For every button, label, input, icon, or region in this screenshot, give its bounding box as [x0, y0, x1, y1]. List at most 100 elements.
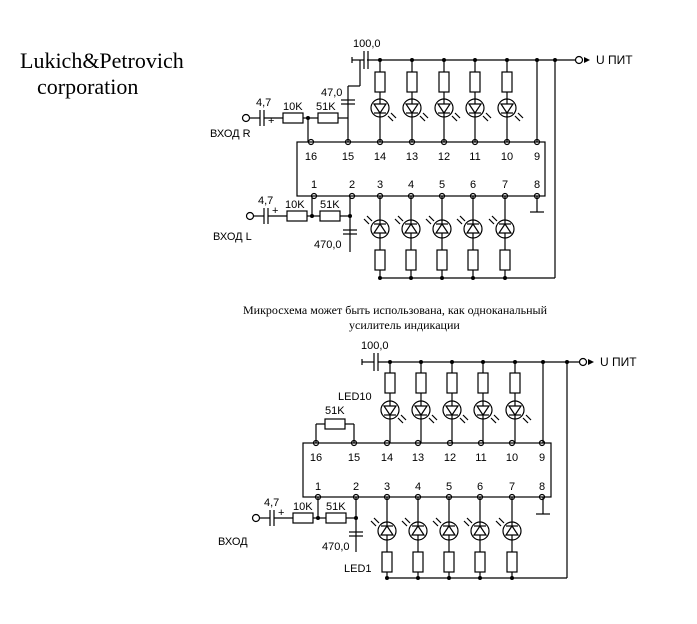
top-res-r2-label: 51K	[316, 101, 336, 113]
bottom-supply-label: U ПИТ	[600, 355, 637, 369]
bottom-input-label: ВХОД	[218, 536, 248, 548]
bottom-pin-12: 12	[444, 452, 456, 464]
top-upper-led-4	[465, 98, 492, 122]
top-res-l2-label: 51K	[320, 199, 340, 211]
top-cap-r-label: 47,0	[321, 87, 342, 99]
top-cap-in-r-label: 4,7	[256, 97, 271, 109]
bottom-upper-led-1	[380, 400, 407, 424]
top-pin-2: 2	[349, 179, 355, 191]
top-pin-7: 7	[502, 179, 508, 191]
bottom-cap-label: 470,0	[322, 541, 350, 553]
top-res-l1-label: 10K	[285, 199, 305, 211]
bottom-upper-led-2	[411, 400, 438, 424]
top-lower-led-3	[425, 215, 452, 239]
bottom-pin-3: 3	[384, 481, 390, 493]
bottom-pin-9: 9	[539, 452, 545, 464]
top-pin-1: 1	[311, 179, 317, 191]
top-pin-4: 4	[408, 179, 414, 191]
bottom-lower-led-group	[370, 497, 522, 580]
top-pin-9: 9	[534, 151, 540, 163]
top-supply-terminal	[574, 55, 584, 65]
bottom-res-2-label: 51K	[326, 501, 346, 513]
bottom-cap-supply-label: 100,0	[361, 340, 389, 352]
top-cap-l-label: 470,0	[314, 239, 342, 251]
bottom-cap-in-label: 4,7	[264, 497, 279, 509]
top-pin-14: 14	[374, 151, 386, 163]
svg-text:+: +	[278, 507, 284, 519]
bottom-pin-2: 2	[353, 481, 359, 493]
top-upper-led-2	[402, 98, 429, 122]
svg-text:+: +	[268, 115, 274, 127]
top-upper-led-3	[434, 98, 461, 122]
bottom-ic-body	[302, 442, 552, 498]
top-pin-6: 6	[470, 179, 476, 191]
bottom-lower-led-3	[432, 517, 459, 541]
top-pin-3: 3	[377, 179, 383, 191]
top-pin-15: 15	[342, 151, 354, 163]
svg-text:+: +	[272, 205, 278, 217]
top-input-r-terminal	[241, 113, 251, 123]
bottom-led1-label: LED1	[344, 563, 372, 575]
top-supply-label: U ПИТ	[596, 53, 633, 67]
bottom-upper-led-group	[380, 360, 532, 443]
bottom-pin-15: 15	[348, 452, 360, 464]
bottom-pin-11: 11	[475, 452, 486, 464]
bottom-input-terminal	[251, 513, 261, 523]
brand-line-1: Lukich&Petrovich	[20, 48, 184, 73]
top-lower-led-5	[488, 215, 515, 239]
bottom-upper-led-4	[473, 400, 500, 424]
bottom-lower-led-1	[370, 517, 397, 541]
top-lower-led-1	[363, 215, 390, 239]
top-pin-11: 11	[469, 151, 480, 163]
bottom-pin-10: 10	[506, 452, 518, 464]
bottom-pin-8: 8	[539, 481, 545, 493]
top-pin-labels-lower: 1 2 3 4 5 6 7 8	[310, 179, 541, 200]
top-res-r1-label: 10K	[283, 101, 303, 113]
top-lower-led-2	[394, 215, 421, 239]
top-pin-10: 10	[501, 151, 513, 163]
top-upper-led-1	[370, 98, 397, 122]
top-pin-labels-upper: 16 15 14 13 12 11 10 9	[305, 138, 541, 163]
bottom-pin-5: 5	[446, 481, 452, 493]
top-pin-5: 5	[439, 179, 445, 191]
brand-line-2: corporation	[37, 74, 138, 99]
top-pin-12: 12	[438, 151, 450, 163]
top-cap-supply-label: 100,0	[353, 38, 381, 50]
bottom-pin-4: 4	[415, 481, 421, 493]
top-pin-16: 16	[305, 151, 317, 163]
bottom-upper-led-5	[505, 400, 532, 424]
bottom-supply-arrow	[588, 359, 594, 365]
bottom-res-1-label: 10K	[293, 501, 313, 513]
top-lower-led-4	[456, 215, 483, 239]
note-line-2: усилитель индикации	[349, 318, 460, 332]
bottom-supply-terminal	[578, 357, 588, 367]
bottom-lower-led-5	[495, 517, 522, 541]
note-line-1: Микросхема может быть использована, как …	[243, 303, 548, 317]
bottom-pin-16: 16	[310, 452, 322, 464]
bottom-pin-1: 1	[315, 481, 321, 493]
bottom-lower-led-2	[401, 517, 428, 541]
top-upper-led-group	[370, 58, 524, 142]
top-supply-arrow	[584, 57, 590, 63]
top-pin-8: 8	[534, 179, 540, 191]
bottom-pin-7: 7	[509, 481, 515, 493]
top-lower-led-group	[363, 196, 515, 280]
bottom-res-fb-label: 51K	[325, 405, 345, 417]
top-pin-13: 13	[406, 151, 418, 163]
top-cap-in-l-label: 4,7	[258, 195, 273, 207]
top-input-l-terminal	[245, 211, 255, 221]
bottom-lower-led-4	[463, 517, 490, 541]
bottom-pin-14: 14	[381, 452, 393, 464]
bottom-led10-label: LED10	[338, 391, 372, 403]
top-upper-led-5	[497, 98, 524, 122]
bottom-upper-led-3	[442, 400, 469, 424]
top-input-l-label: ВХОД L	[213, 231, 252, 243]
top-ic-body	[296, 141, 546, 197]
top-input-r-label: ВХОД R	[210, 128, 251, 140]
